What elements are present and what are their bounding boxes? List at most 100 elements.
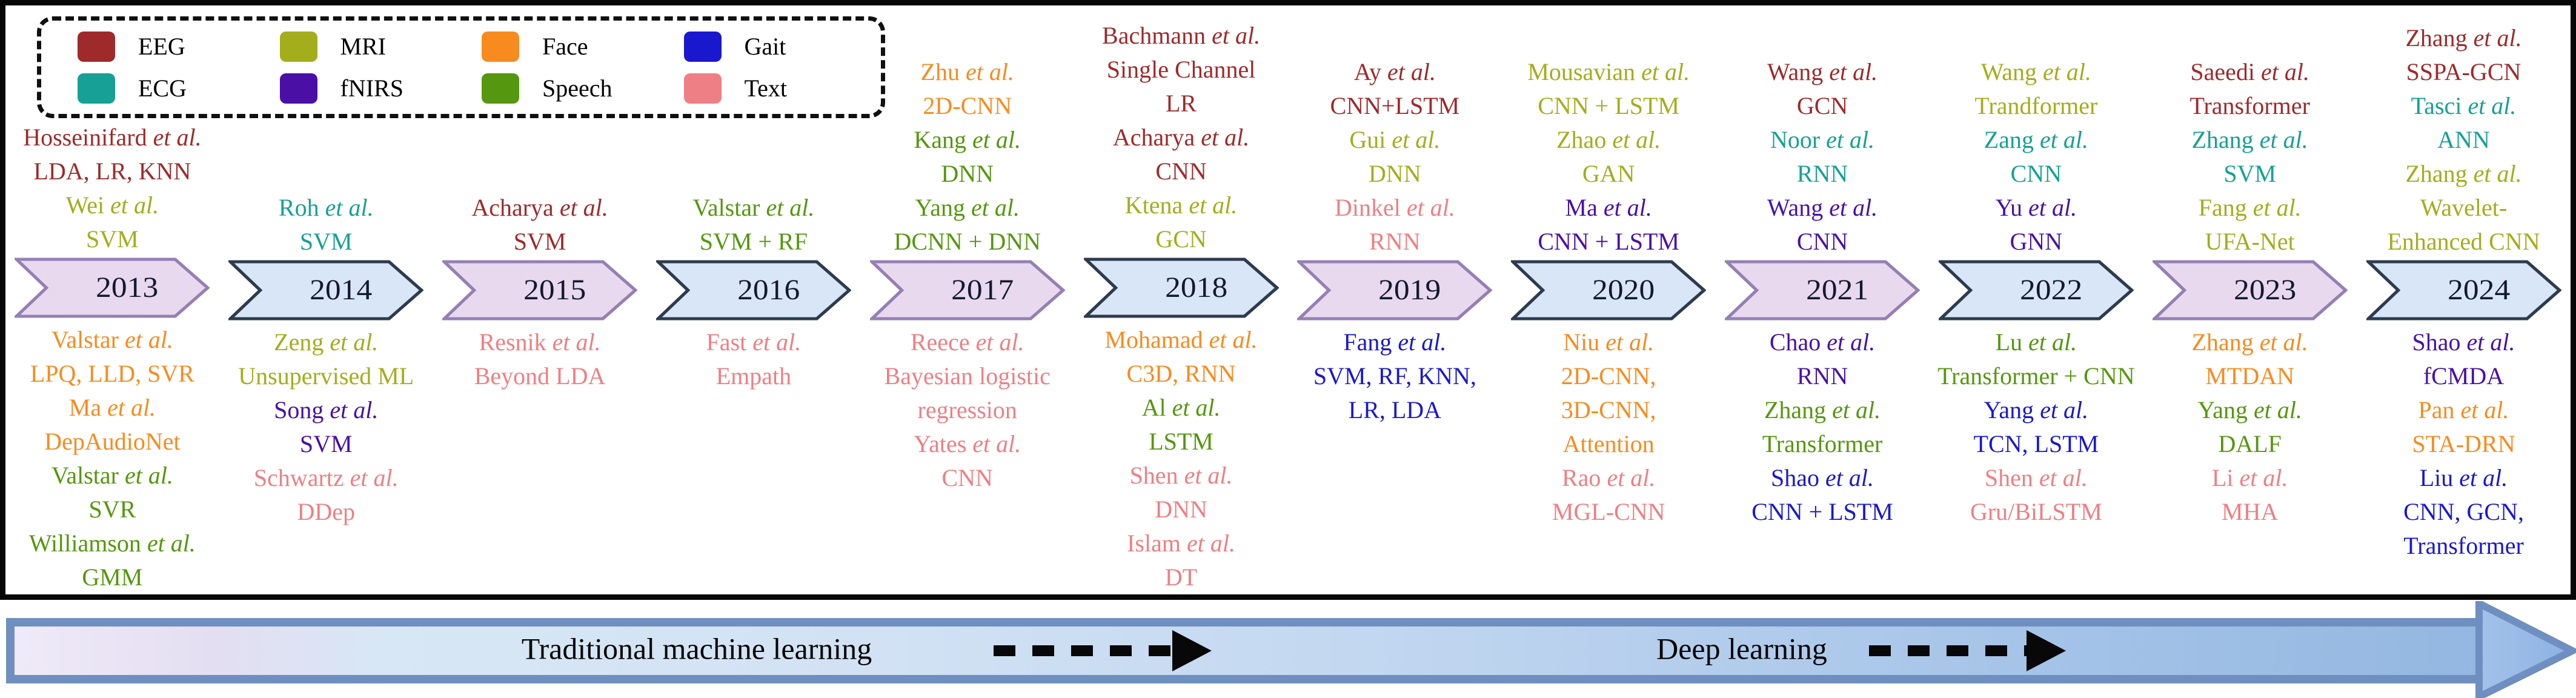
- entry-etal: et al.: [1829, 58, 1878, 85]
- entry-author-line: Zhao et al.: [1556, 123, 1661, 157]
- entry-author: Yu: [1995, 194, 2023, 221]
- entry: Yu et al.GNN: [1996, 191, 2077, 259]
- entry-author: Ay: [1353, 58, 1381, 85]
- entry: Gui et al.DNN: [1349, 123, 1440, 191]
- entry: Zhang et al.Transformer: [1762, 393, 1883, 461]
- chevron-polygon: [1297, 260, 1493, 321]
- entry: Wang et al.Trandformer: [1974, 55, 2097, 123]
- year-label: 2014: [310, 274, 372, 306]
- year-label: 2018: [1165, 271, 1227, 304]
- entry-author: Saeedi: [2190, 58, 2255, 85]
- year-chevron-shape: 2020: [1511, 260, 1707, 321]
- entry-author-line: Tasci et al.: [2411, 89, 2517, 123]
- entry-author: Ma: [1565, 194, 1598, 221]
- entry: Shao et al.CNN + LSTM: [1751, 461, 1893, 529]
- entry-etal: et al.: [2040, 396, 2089, 424]
- entry-author: Lu: [1995, 328, 2023, 356]
- entry: Acharya et al.SVM: [471, 191, 608, 259]
- entry-author: Fast: [706, 328, 747, 356]
- entry: Valstar et al.SVM + RF: [692, 191, 814, 259]
- year-chevron-shape: 2016: [656, 260, 851, 321]
- entry: Reece et al.Bayesian logistic regression: [885, 325, 1051, 427]
- entry-etal: et al.: [1603, 194, 1652, 221]
- entry-author: Noor: [1770, 126, 1821, 153]
- entry-author-line: Mousavian et al.: [1527, 55, 1690, 89]
- entry-method: Bayesian logistic regression: [884, 362, 1051, 424]
- legend-label: fNIRS: [340, 75, 403, 102]
- entry-method: RNN: [1369, 228, 1421, 255]
- entry-method: LPQ, LLD, SVR: [30, 360, 194, 387]
- axis-label-traditional: Traditional machine learning: [522, 631, 872, 665]
- entry-method: SVM: [299, 228, 353, 255]
- chevron-polygon: [2152, 260, 2348, 321]
- entry-etal: et al.: [2252, 194, 2302, 221]
- entry: Saeedi et al.Transformer: [2189, 55, 2310, 123]
- entry-author-line: Roh et al.: [279, 191, 374, 225]
- entry-author: Yang: [915, 194, 966, 221]
- entry-author-line: Reece et al.: [885, 325, 1051, 359]
- entry-author: Islam: [1127, 530, 1181, 557]
- year-label: 2013: [96, 271, 159, 304]
- year-chevron: 2020: [1502, 260, 1716, 321]
- year-label: 2019: [1379, 274, 1441, 306]
- entry: Rao et al.MGL-CNN: [1552, 461, 1665, 529]
- legend-label: Gait: [744, 33, 786, 60]
- entry-etal: et al.: [1392, 126, 1441, 153]
- entry-method: GCN: [1796, 92, 1848, 119]
- entry-author: Valstar: [51, 462, 119, 489]
- entry-method: Empath: [715, 362, 792, 390]
- entry-author-line: Dinkel et al.: [1335, 191, 1455, 225]
- entry-method: CNN, GCN, Transformer: [2403, 498, 2524, 559]
- entry-author-line: Yu et al.: [1996, 191, 2077, 225]
- entry-method: MGL-CNN: [1552, 498, 1665, 525]
- entry-etal: et al.: [2028, 194, 2077, 221]
- entry-author-line: Zhang et al.: [2405, 21, 2521, 55]
- entry: Bachmann et al.Single Channel LR: [1102, 19, 1260, 121]
- entry-author-line: Resnik et al.: [474, 325, 606, 359]
- entry-author-line: Yang et al.: [2197, 393, 2302, 427]
- year-chevron-shape: 2014: [228, 260, 424, 321]
- year-chevron: 2019: [1288, 260, 1502, 321]
- entry-etal: et al.: [1827, 328, 1876, 356]
- chevron-polygon: [1083, 258, 1279, 318]
- entry-etal: et al.: [2466, 328, 2515, 356]
- entry-author-line: Ma et al.: [44, 391, 180, 425]
- text-color-swatch-icon: [683, 73, 722, 104]
- entry-author: Wang: [1767, 194, 1824, 221]
- entry-etal: et al.: [552, 328, 601, 356]
- entry: Zhang et al.SVM: [2192, 123, 2308, 191]
- entry-author-line: Wang et al.: [1974, 55, 2097, 89]
- entry: Resnik et al.Beyond LDA: [474, 325, 606, 393]
- entry: Shen et al.DNN: [1130, 459, 1233, 527]
- entry-etal: et al.: [2039, 464, 2088, 491]
- entry: Yang et al.DALF: [2197, 393, 2302, 461]
- entry-etal: et al.: [2468, 92, 2517, 119]
- chevron-polygon: [656, 260, 851, 321]
- year-chevron: 2016: [646, 260, 860, 321]
- entry-author: Zhang: [2405, 24, 2468, 52]
- entry-etal: et al.: [107, 394, 156, 421]
- entry-etal: et al.: [350, 464, 399, 491]
- entry-method: DDep: [297, 498, 355, 525]
- entry-author-line: Wang et al.: [1767, 55, 1877, 89]
- entry-etal: et al.: [1612, 126, 1661, 153]
- entry-author-line: Niu et al.: [1561, 325, 1656, 359]
- speech-color-swatch-icon: [482, 73, 519, 104]
- legend-label: Text: [744, 75, 788, 102]
- year-chevron: 2018: [1074, 258, 1288, 318]
- year-chevron-shape: 2015: [442, 260, 638, 321]
- entry: Niu et al.2D-CNN, 3D-CNN, Attention: [1561, 325, 1656, 461]
- entry-author-line: Yang et al.: [894, 191, 1041, 225]
- chevron-polygon: [442, 260, 638, 321]
- entry-etal: et al.: [110, 191, 159, 219]
- entry: Al et al.LSTM: [1142, 391, 1221, 459]
- year-chevron-shape: 2019: [1297, 260, 1493, 321]
- entry-etal: et al.: [2459, 464, 2508, 491]
- entry-method: UFA-Net: [2205, 228, 2295, 255]
- chevron-polygon: [15, 258, 210, 318]
- entry-author-line: Kang et al.: [914, 123, 1021, 157]
